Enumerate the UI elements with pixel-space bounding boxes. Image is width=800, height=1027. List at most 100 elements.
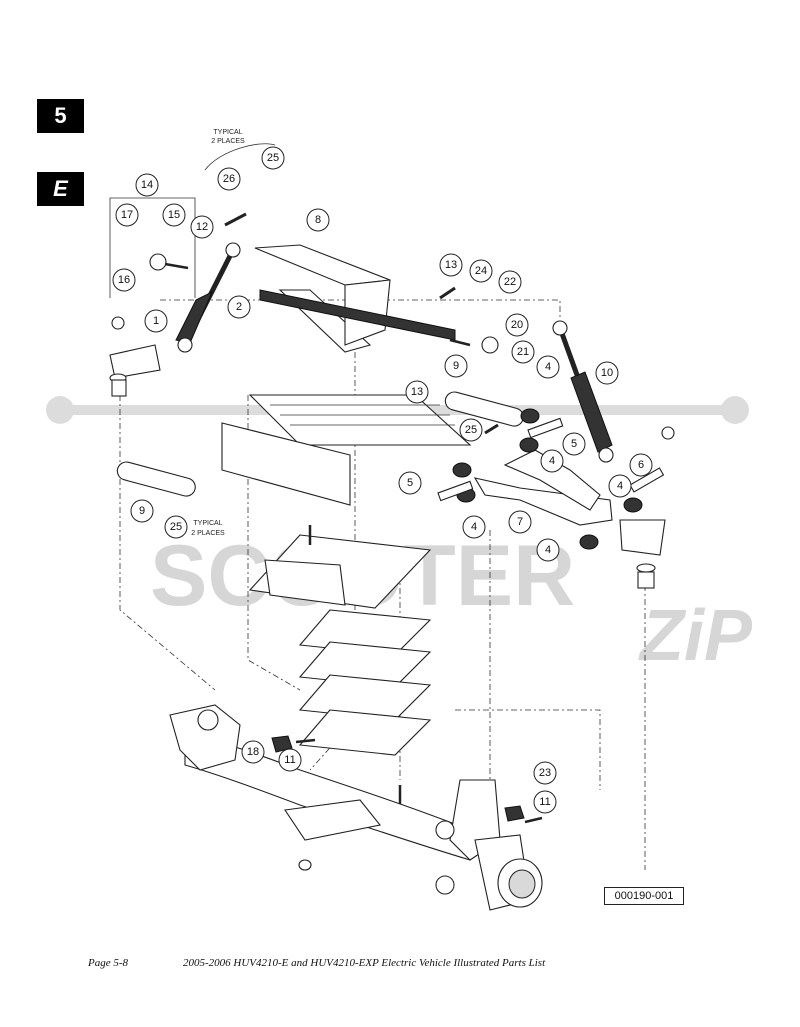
left-link-9	[116, 461, 196, 497]
frame-crossmember	[254, 244, 391, 353]
svg-text:5: 5	[407, 477, 413, 489]
svg-text:4: 4	[617, 480, 623, 492]
callout-16: 16	[112, 268, 136, 292]
nut-23	[504, 805, 525, 822]
cotter-pin-right	[524, 816, 543, 824]
bolt-13-lower	[484, 423, 499, 435]
svg-text:13: 13	[411, 386, 423, 398]
callout-23: 23	[533, 761, 557, 785]
callout-22: 22	[498, 270, 522, 294]
callout-14: 14	[135, 173, 159, 197]
callout-10: 10	[595, 361, 619, 385]
callout-25-bottom: 25	[164, 515, 188, 539]
svg-text:14: 14	[141, 179, 153, 191]
cotter-pin-left	[295, 738, 316, 744]
callout-11-left: 11	[278, 748, 302, 772]
sleeve-6	[629, 467, 665, 493]
plate-stack	[248, 525, 432, 815]
svg-text:20: 20	[511, 319, 523, 331]
right-link-9	[444, 391, 524, 427]
svg-text:17: 17	[121, 209, 133, 221]
tie-rod-ends	[149, 253, 499, 354]
section-letter-tab: E	[37, 172, 84, 206]
svg-text:4: 4	[549, 455, 555, 467]
callout-24: 24	[469, 259, 493, 283]
callout-26: 26	[217, 167, 241, 191]
svg-text:25: 25	[170, 521, 182, 533]
bracket-14	[109, 197, 196, 298]
bolt-13-top	[439, 286, 456, 300]
typical-note-bottom-line2: 2 PLACES	[191, 530, 225, 537]
svg-text:6: 6	[638, 459, 644, 471]
svg-text:4: 4	[545, 544, 551, 556]
svg-text:16: 16	[118, 274, 130, 286]
svg-text:24: 24	[475, 265, 487, 277]
typical-note-top-line2: 2 PLACES	[211, 138, 245, 145]
svg-text:18: 18	[247, 746, 259, 758]
bushings	[452, 408, 643, 550]
callout-13-top: 13	[439, 253, 463, 277]
left-shock	[175, 242, 241, 353]
svg-text:8: 8	[315, 214, 321, 226]
svg-text:10: 10	[601, 367, 613, 379]
right-bracket	[619, 426, 675, 589]
callout-13-lower: 13	[405, 380, 429, 404]
bracket-typical	[204, 143, 276, 171]
callout-4-a: 4	[536, 355, 560, 379]
callout-15: 15	[162, 203, 186, 227]
callout-17: 17	[115, 203, 139, 227]
footer-page: Page 5-8	[88, 957, 129, 969]
nut-18	[271, 735, 293, 753]
section-tab: 5	[37, 99, 84, 133]
typical-note-bottom-line1: TYPICAL	[193, 520, 222, 527]
center-frame-plate	[248, 394, 472, 446]
right-shock	[552, 320, 614, 463]
svg-text:11: 11	[284, 754, 295, 766]
footer-title: 2005-2006 HUV4210-E and HUV4210-EXP Elec…	[183, 957, 546, 969]
right-wheel-hub	[435, 820, 543, 911]
callout-4-e: 4	[536, 538, 560, 562]
svg-text:26: 26	[223, 173, 235, 185]
callout-9-right: 9	[444, 354, 468, 378]
sleeve-5-left	[437, 480, 474, 502]
lower-control-arm	[473, 449, 613, 526]
callout-7: 7	[508, 510, 532, 534]
callout-20: 20	[505, 313, 529, 337]
callout-9-left: 9	[130, 499, 154, 523]
bolt-26	[224, 212, 247, 227]
sleeve-5-right	[527, 417, 564, 439]
svg-text:23: 23	[539, 767, 551, 779]
callout-5-left: 5	[398, 471, 422, 495]
svg-text:22: 22	[504, 276, 516, 288]
svg-text:9: 9	[139, 505, 145, 517]
left-bracket	[109, 316, 161, 397]
callout-21: 21	[511, 340, 535, 364]
callout-18: 18	[241, 740, 265, 764]
callout-25-mid: 25	[459, 418, 483, 442]
svg-text:5: 5	[571, 438, 577, 450]
svg-text:9: 9	[453, 360, 459, 372]
callout-8: 8	[306, 208, 330, 232]
svg-text:13: 13	[445, 259, 457, 271]
callout-4-b: 4	[540, 449, 564, 473]
front-plate	[221, 422, 351, 506]
svg-text:15: 15	[168, 209, 180, 221]
svg-text:1: 1	[153, 315, 159, 327]
bottom-nut	[298, 859, 312, 871]
callout-2: 2	[227, 295, 251, 319]
callout-11-right: 11	[533, 790, 557, 814]
callout-25-top: 25	[261, 146, 285, 170]
svg-text:11: 11	[539, 796, 550, 808]
svg-text:4: 4	[471, 521, 477, 533]
svg-text:4: 4	[545, 361, 551, 373]
svg-text:25: 25	[465, 424, 477, 436]
callout-6: 6	[629, 453, 653, 477]
callout-4-c: 4	[608, 474, 632, 498]
svg-text:2: 2	[236, 301, 242, 313]
callout-1: 1	[144, 309, 168, 333]
svg-text:7: 7	[517, 516, 523, 528]
callout-5-right: 5	[562, 432, 586, 456]
typical-note-top-line1: TYPICAL	[213, 129, 242, 136]
svg-text:21: 21	[517, 346, 529, 358]
